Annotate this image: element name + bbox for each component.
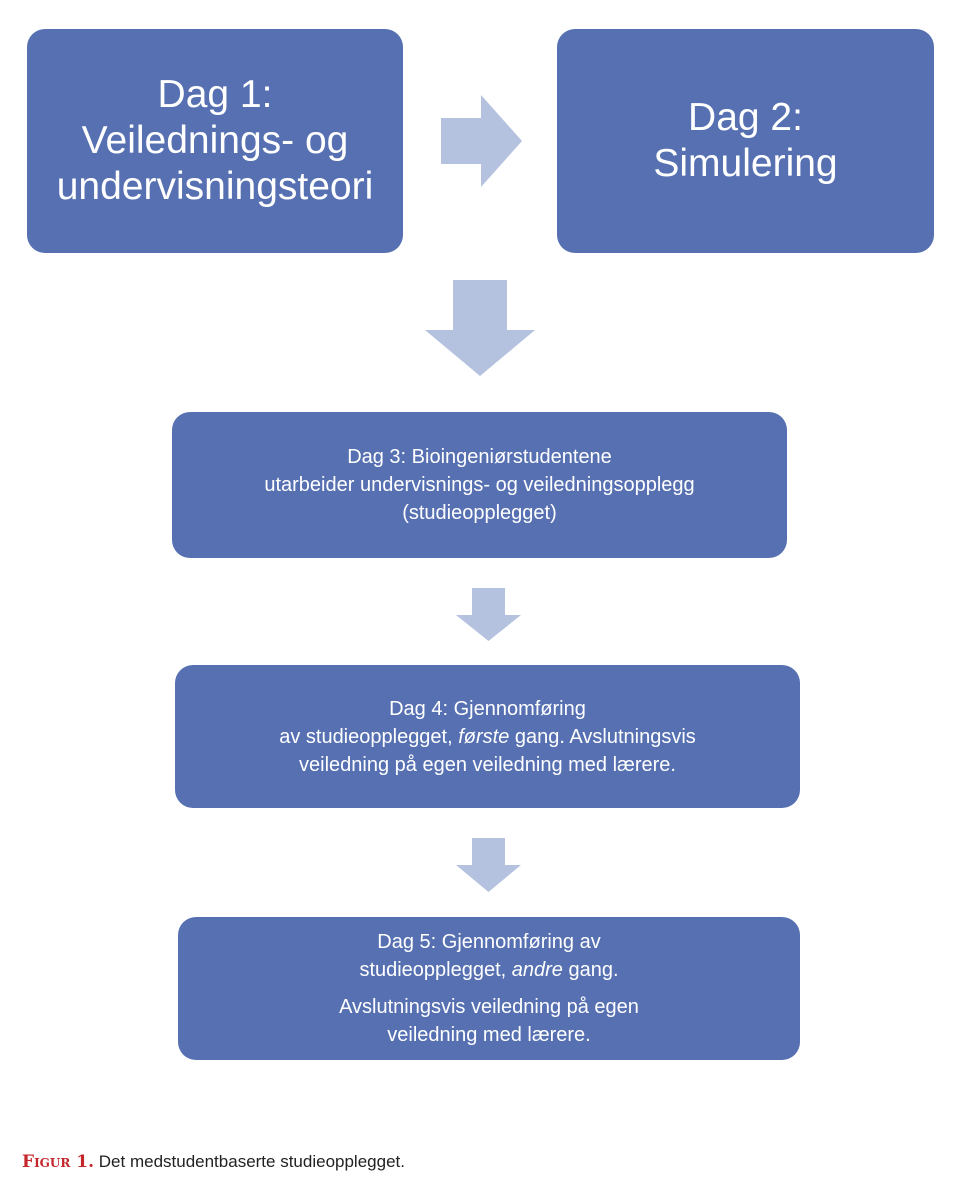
day4-line: veiledning på egen veiledning med lærere… — [299, 753, 676, 776]
day3-line: (studieopplegget) — [402, 502, 557, 524]
arrow-down-icon — [456, 838, 521, 892]
day5-line: studieopplegget, andre gang. — [359, 956, 618, 984]
arrow-down-icon — [456, 588, 521, 641]
day4-text: av studieopplegget, — [279, 725, 459, 748]
day5-line: Dag 5: Gjennomføring av — [377, 931, 601, 953]
day1-line: undervisningsteori — [56, 165, 374, 208]
day4-line: av studieopplegget, første gang. Avslutn… — [279, 723, 696, 751]
day5-text: studieopplegget, — [359, 959, 512, 981]
day2-line: Dag 2: — [688, 96, 803, 139]
day3-line: utarbeider undervisnings- og veilednings… — [264, 474, 695, 496]
day3-box: Dag 3: Bioingeniørstudentene utarbeider … — [172, 412, 787, 558]
arrow-down-icon — [425, 280, 535, 376]
day5-text: gang. — [562, 959, 619, 981]
day4-emphasis: første — [458, 725, 510, 748]
day1-line: Veilednings- og — [81, 119, 349, 162]
day5-line: Avslutningsvis veiledning på egen — [339, 996, 639, 1018]
arrow-right-icon — [441, 95, 522, 187]
day1-box: Dag 1: Veilednings- og undervisningsteor… — [27, 29, 403, 253]
day1-line: Dag 1: — [157, 73, 273, 116]
day2-box: Dag 2: Simulering — [557, 29, 934, 253]
figure-caption: Figur 1. Det medstudentbaserte studieopp… — [22, 1152, 405, 1172]
caption-text: Det medstudentbaserte studieopplegget. — [94, 1152, 405, 1171]
day3-line: Dag 3: Bioingeniørstudentene — [347, 446, 612, 468]
day2-line: Simulering — [653, 142, 838, 185]
day4-box: Dag 4: Gjennomføring av studieopplegget,… — [175, 665, 800, 808]
day4-text: gang. Avslutningsvis — [509, 725, 696, 748]
day5-emphasis: andre — [511, 959, 563, 981]
day4-line: Dag 4: Gjennomføring — [389, 697, 586, 720]
day5-line: veiledning med lærere. — [387, 1024, 591, 1046]
figure-label: Figur 1. — [22, 1152, 95, 1172]
day5-box: Dag 5: Gjennomføring av studieopplegget,… — [178, 917, 800, 1060]
